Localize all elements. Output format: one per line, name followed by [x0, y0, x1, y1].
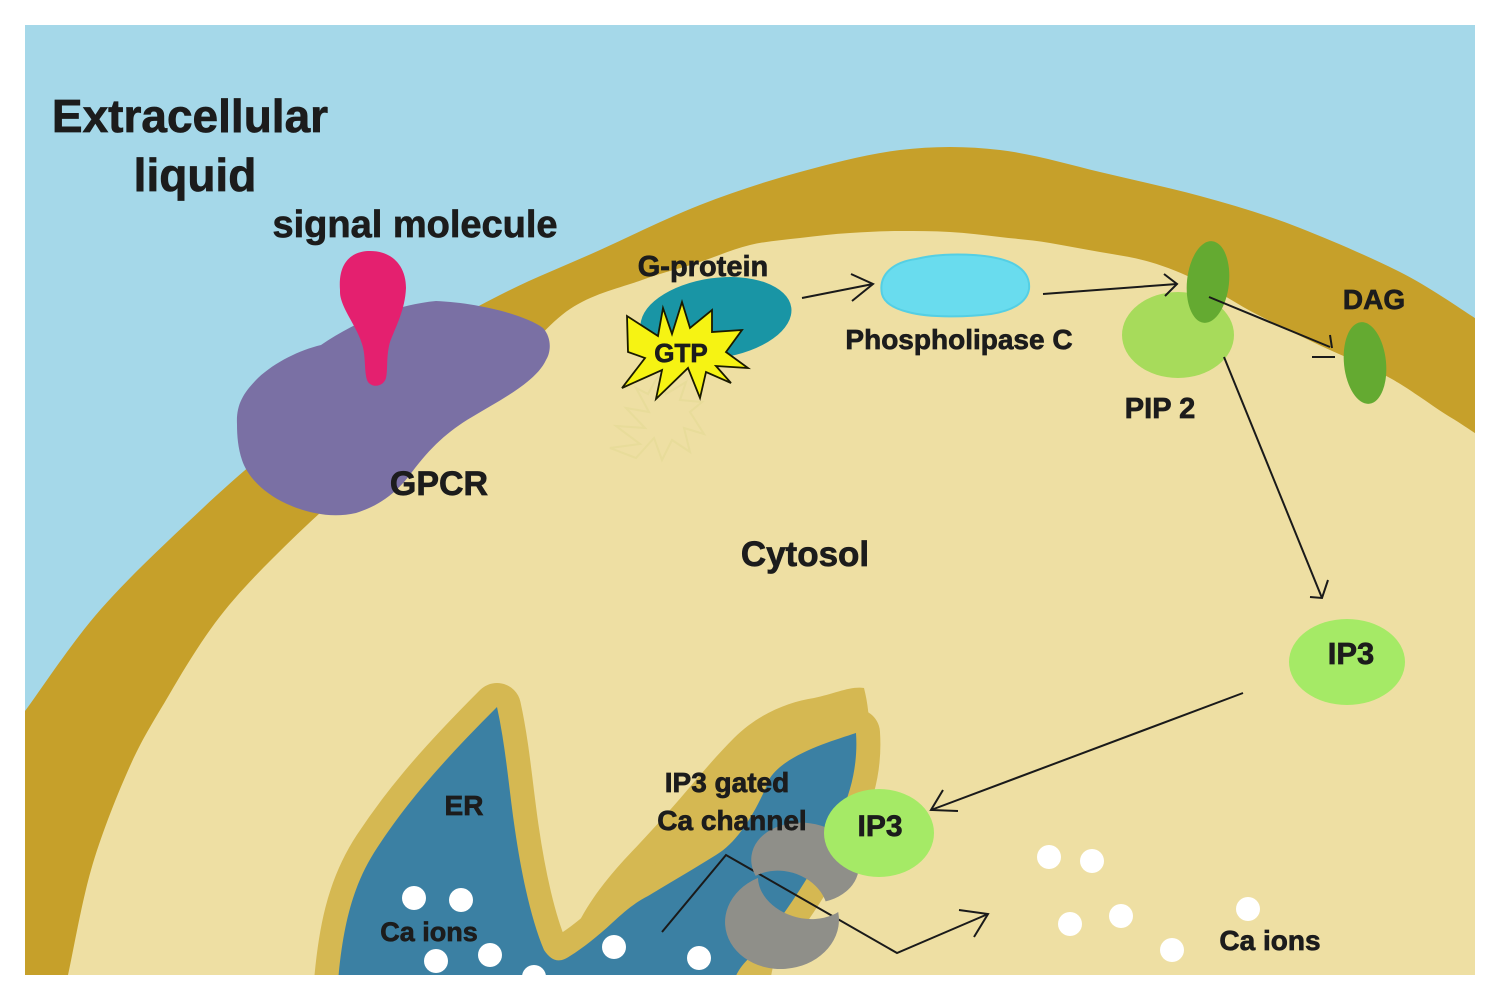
svg-text:Ca ions: Ca ions	[1219, 925, 1320, 956]
svg-text:Ca ions: Ca ions	[380, 917, 478, 947]
svg-text:IP3 gated: IP3 gated	[665, 767, 789, 798]
svg-text:ER: ER	[445, 790, 484, 821]
svg-text:IP3: IP3	[857, 810, 902, 843]
svg-text:DAG: DAG	[1343, 284, 1405, 315]
svg-text:Ca channel: Ca channel	[657, 805, 806, 836]
svg-text:GPCR: GPCR	[390, 465, 488, 503]
svg-text:Cytosol: Cytosol	[741, 535, 869, 574]
svg-text:G-protein: G-protein	[638, 251, 769, 283]
svg-text:signal molecule: signal molecule	[272, 204, 557, 246]
svg-text:GTP: GTP	[654, 338, 707, 368]
svg-text:Extracellular: Extracellular	[52, 90, 328, 142]
svg-text:IP3: IP3	[1328, 636, 1375, 671]
svg-text:PIP 2: PIP 2	[1125, 393, 1195, 425]
svg-text:liquid: liquid	[134, 149, 257, 201]
svg-text:Phospholipase C: Phospholipase C	[845, 324, 1072, 355]
